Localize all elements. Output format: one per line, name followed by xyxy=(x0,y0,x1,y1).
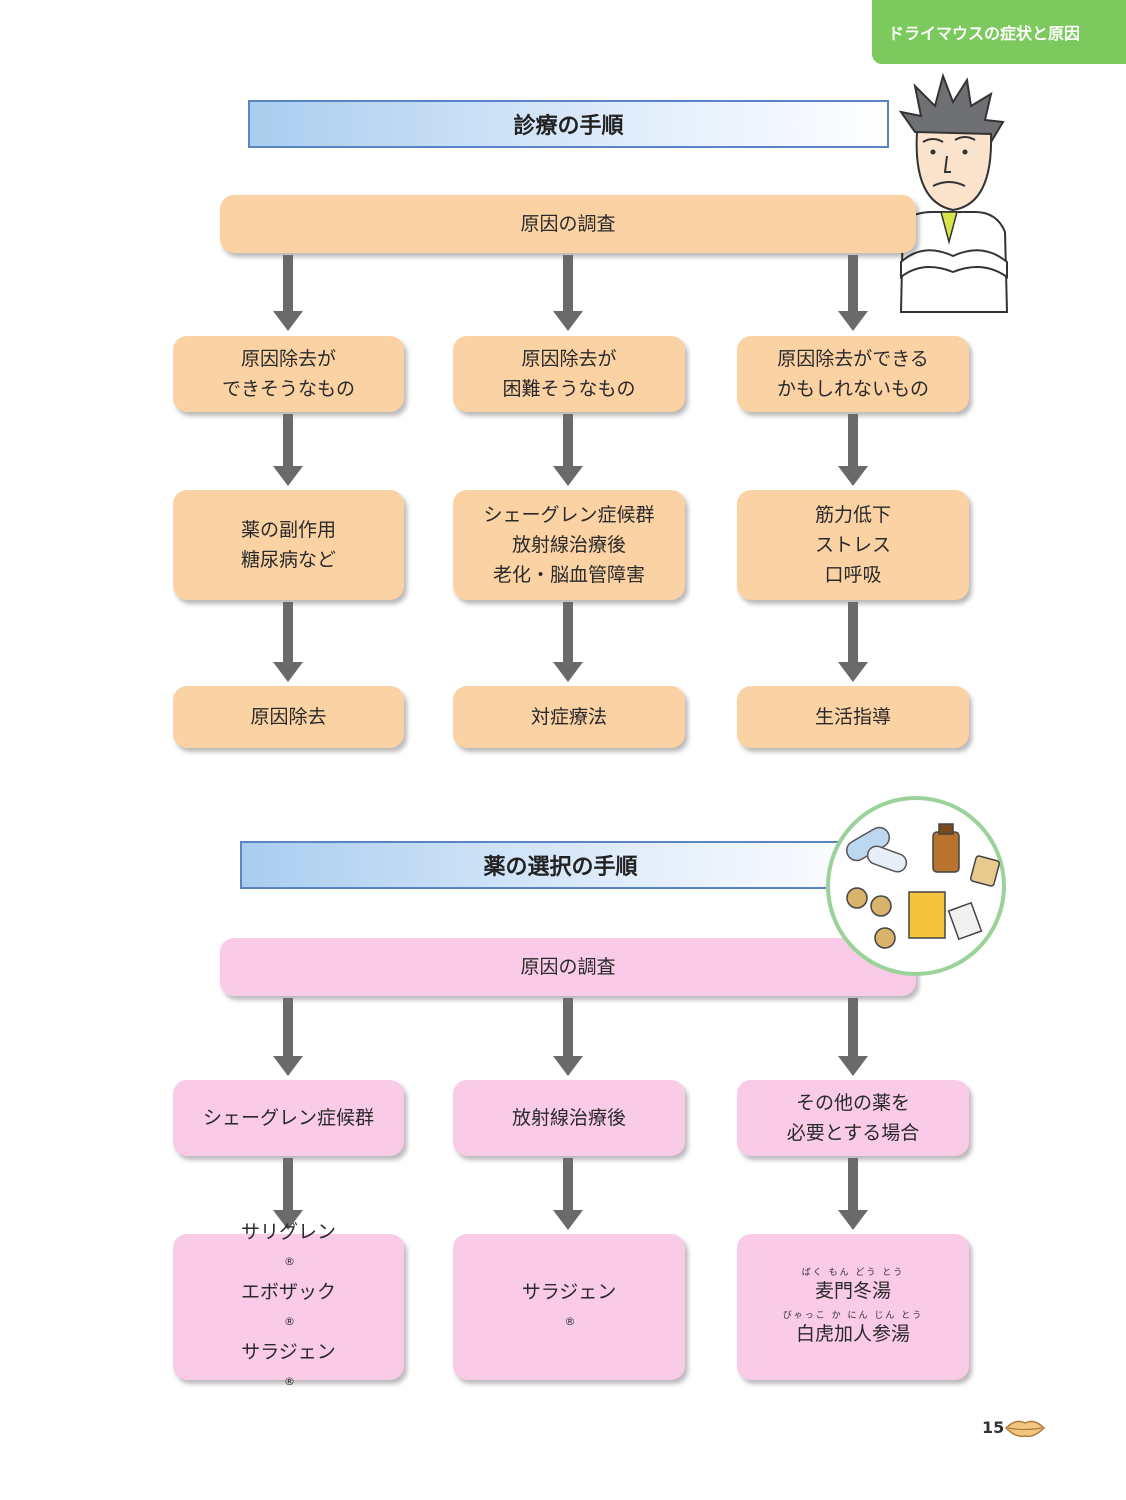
doctor-illustration xyxy=(898,72,1009,313)
diagnosis-category-removable: 原因除去が できそうなもの xyxy=(173,336,404,412)
drug-name: エボザック xyxy=(240,1281,336,1303)
medicine-case-sjogren: シェーグレン症候群 xyxy=(173,1080,404,1156)
registered-mark: ® xyxy=(283,1315,295,1328)
diagnosis-causes-possible: 筋力低下 ストレス 口呼吸 xyxy=(737,490,969,600)
medicine-illustration xyxy=(826,796,1006,976)
medicine-drugs-radiation: サラジェン ® xyxy=(453,1234,685,1380)
kampo-name: 白虎加人参湯 xyxy=(795,1323,910,1345)
drug-name: サラジェン xyxy=(241,1341,336,1363)
arrow-down xyxy=(838,414,868,486)
arrow-down xyxy=(838,998,868,1076)
page-number: 15 xyxy=(982,1418,1005,1437)
diagnosis-cause-investigation: 原因の調査 xyxy=(220,195,916,253)
diagnosis-action-lifestyle: 生活指導 xyxy=(737,686,969,748)
medicine-case-other: その他の薬を 必要とする場合 xyxy=(737,1080,969,1156)
arrow-down xyxy=(838,255,868,331)
arrow-down xyxy=(553,1158,583,1230)
arrow-down xyxy=(553,998,583,1076)
arrow-down xyxy=(273,414,303,486)
registered-mark: ® xyxy=(284,1375,295,1388)
kampo-item: ばく もん どう とう 麦門冬湯 xyxy=(802,1268,905,1303)
diagnosis-category-difficult: 原因除去が 困難そうなもの xyxy=(453,336,685,412)
arrow-down xyxy=(273,998,303,1076)
registered-mark: ® xyxy=(564,1315,576,1328)
diagnosis-action-removal: 原因除去 xyxy=(173,686,404,748)
medicine-drugs-kampo: ばく もん どう とう 麦門冬湯 びゃっこ か にん じん とう 白虎加人参湯 xyxy=(737,1234,969,1380)
diagnosis-action-symptomatic: 対症療法 xyxy=(453,686,685,748)
arrow-down xyxy=(838,602,868,682)
lips-icon xyxy=(1004,1420,1046,1438)
arrow-down xyxy=(553,414,583,486)
drug-name: サラジェン xyxy=(521,1281,617,1303)
diagnosis-causes-removable: 薬の副作用 糖尿病など xyxy=(173,490,404,600)
arrow-down xyxy=(553,255,583,331)
section-title-diagnosis: 診療の手順 xyxy=(248,100,889,148)
drug-name: サリグレン xyxy=(240,1221,336,1243)
arrow-down xyxy=(273,1158,303,1230)
furigana: びゃっこ か にん じん とう xyxy=(782,1311,924,1321)
diagnosis-category-possible: 原因除去ができる かもしれないもの xyxy=(737,336,969,412)
medicine-case-radiation: 放射線治療後 xyxy=(453,1080,685,1156)
arrow-down xyxy=(273,255,303,331)
chapter-tab: ドライマウスの症状と原因 xyxy=(872,0,1126,64)
arrow-down xyxy=(273,602,303,682)
medicine-drugs-sjogren: サリグレン ® エボザック ® サラジェン ® xyxy=(173,1221,404,1388)
chapter-tab-label: ドライマウスの症状と原因 xyxy=(888,24,1081,43)
diagnosis-causes-difficult: シェーグレン症候群 放射線治療後 老化・脳血管障害 xyxy=(453,490,685,600)
kampo-name: 麦門冬湯 xyxy=(814,1280,891,1302)
registered-mark: ® xyxy=(283,1255,295,1268)
arrow-down xyxy=(553,602,583,682)
medicine-cause-investigation: 原因の調査 xyxy=(220,938,916,996)
kampo-item: びゃっこ か にん じん とう 白虎加人参湯 xyxy=(783,1311,923,1346)
arrow-down xyxy=(838,1158,868,1230)
furigana: ばく もん どう とう xyxy=(801,1268,905,1278)
section-title-medicine: 薬の選択の手順 xyxy=(240,841,881,889)
